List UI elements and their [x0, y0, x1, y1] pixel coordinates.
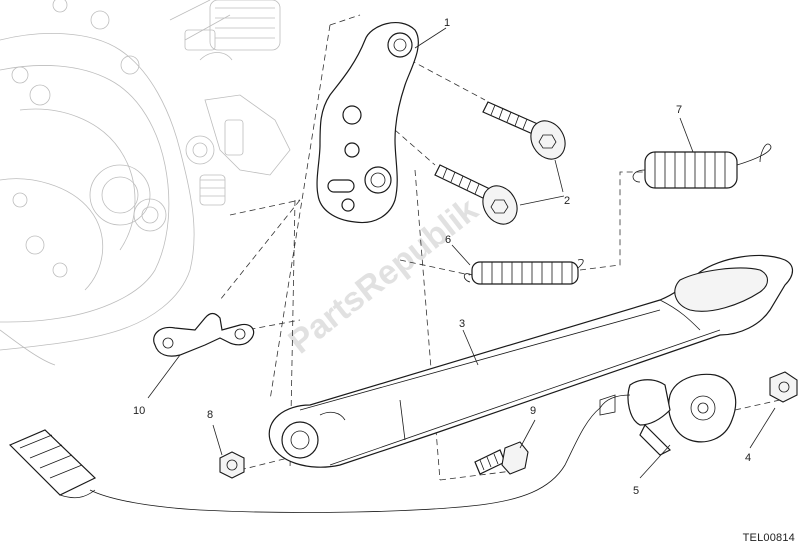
side-stand-sensor — [89, 373, 737, 513]
callout-2: 2 — [564, 195, 570, 207]
callout-6: 6 — [445, 234, 451, 246]
callout-8: 8 — [207, 409, 213, 421]
wire-connector — [8, 429, 97, 499]
bolt-lower — [434, 164, 518, 225]
bolt-upper — [482, 101, 566, 160]
spring-small — [463, 259, 584, 285]
side-stand — [268, 254, 794, 468]
callout-9: 9 — [530, 405, 536, 417]
assembly-guide-lines — [219, 14, 781, 481]
callout-1: 1 — [444, 17, 450, 29]
leader-lines — [147, 27, 776, 479]
diagram-reference-code: TEL00814 — [742, 532, 795, 544]
stand-bracket — [316, 21, 419, 224]
small-bolt — [769, 371, 798, 403]
engine-casing-background — [0, 0, 291, 366]
callout-5: 5 — [633, 485, 639, 497]
nut — [219, 451, 245, 479]
cable-clip — [153, 312, 255, 357]
pin-bolt — [474, 441, 529, 475]
callout-4: 4 — [745, 452, 751, 464]
callout-3: 3 — [459, 318, 465, 330]
callout-10: 10 — [133, 405, 145, 417]
callout-7: 7 — [676, 104, 682, 116]
spring-large — [632, 143, 772, 189]
